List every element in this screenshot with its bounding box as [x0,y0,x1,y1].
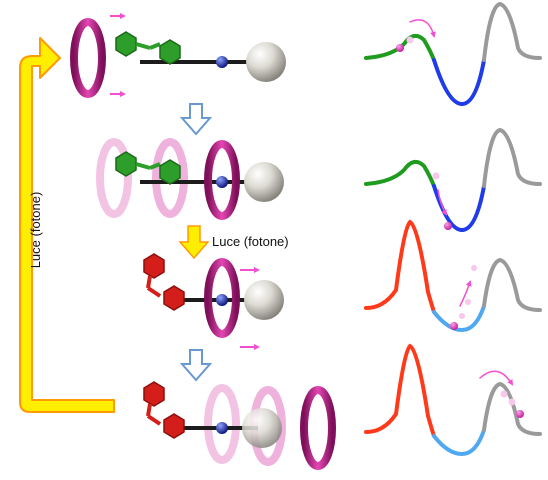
ghost-ring [96,138,132,218]
photon-label-top: Luce (fotone) [212,234,289,249]
energy-ball [450,322,458,330]
green-trans-azobenzene [115,31,181,65]
stopper-sphere [246,42,286,82]
energy-ball-ghost [459,313,465,319]
energy-ball-ghost [406,36,414,44]
energy-ball-ghost [508,398,516,406]
light-return-arrow [19,37,115,413]
energy-ball [444,222,452,230]
ghost-ring [204,384,240,464]
energy-ball [396,44,404,52]
stopper-sphere [242,408,282,448]
green-trans-azobenzene [115,151,181,185]
ball-trajectory [409,19,436,38]
macrocycle-ring [204,140,240,220]
ghost-ring [152,138,188,218]
stage-2-molecule [96,138,284,220]
macrocycle-ring [70,18,106,98]
energy-profile-4 [364,343,542,457]
step-arrow [179,349,213,382]
energy-ball [516,410,524,418]
step-arrow [179,103,213,136]
energy-profile-1 [364,1,542,107]
red-cis-azobenzene [143,253,185,311]
station-bead [216,294,228,306]
energy-ball-ghost [500,390,508,398]
energy-ball-ghost [432,172,440,180]
stopper-sphere [244,280,284,320]
energy-ball-ghost [471,265,477,271]
stage-4-molecule [143,381,336,470]
ball-trajectory [437,189,448,216]
ball-trajectory [479,370,514,386]
energy-profile-3 [364,219,542,333]
energy-profile-2 [364,127,542,233]
red-cis-azobenzene [143,381,185,439]
ball-trajectory [459,280,472,307]
stage-1-molecule [70,13,286,98]
macrocycle-ring [300,386,336,470]
macrocycle-ring [204,258,240,338]
stage-3-molecule [143,253,284,350]
photon-arrow [178,225,210,260]
photon-label-side: Luce (fotone) [28,192,43,269]
energy-ball-ghost [465,299,471,305]
stopper-sphere [244,162,284,202]
station-bead [216,422,228,434]
station-bead [216,176,228,188]
station-bead [216,56,228,68]
